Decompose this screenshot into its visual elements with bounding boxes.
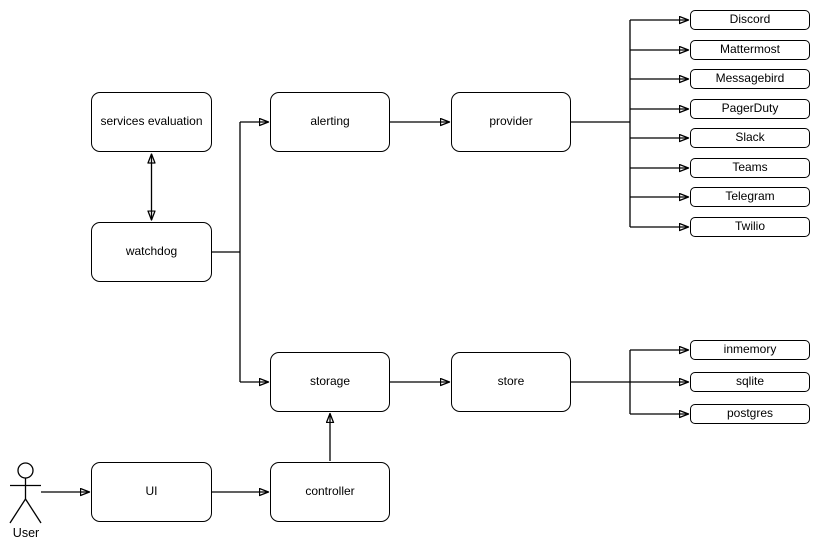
node-provider-discord: Discord (690, 10, 810, 30)
edge-store-fanout (571, 350, 689, 414)
node-provider-label: provider (489, 114, 533, 129)
node-provider-twilio: Twilio (690, 217, 810, 237)
node-controller: controller (270, 462, 390, 522)
node-provider-twilio-label: Twilio (734, 219, 765, 234)
node-store-inmemory-label: inmemory (723, 342, 777, 357)
node-provider-pagerduty: PagerDuty (690, 99, 810, 119)
node-store-postgres-label: postgres (726, 406, 774, 421)
node-provider-telegram: Telegram (690, 187, 810, 207)
node-store-sqlite-label: sqlite (735, 374, 764, 389)
node-provider-teams: Teams (690, 158, 810, 178)
node-store-label: store (497, 374, 525, 389)
node-provider: provider (451, 92, 571, 152)
node-provider-teams-label: Teams (732, 160, 768, 175)
node-provider-mattermost-label: Mattermost (719, 42, 780, 57)
node-provider-slack-label: Slack (735, 130, 765, 145)
node-store: store (451, 352, 571, 412)
edge-watchdog-branch-trunk (212, 122, 241, 382)
node-alerting-label: alerting (310, 114, 350, 129)
node-provider-discord-label: Discord (729, 12, 771, 27)
node-services-evaluation-label: services evaluation (100, 114, 203, 129)
node-store-sqlite: sqlite (690, 372, 810, 392)
node-ui: UI (91, 462, 212, 522)
node-storage-label: storage (309, 374, 351, 389)
node-provider-mattermost: Mattermost (690, 40, 810, 60)
node-watchdog: watchdog (91, 222, 212, 282)
node-watchdog-label: watchdog (125, 244, 178, 259)
node-storage: storage (270, 352, 390, 412)
node-store-inmemory: inmemory (690, 340, 810, 360)
node-provider-messagebird: Messagebird (690, 69, 810, 89)
node-provider-slack: Slack (690, 128, 810, 148)
user-actor-icon (9, 462, 42, 524)
node-provider-telegram-label: Telegram (725, 189, 775, 204)
user-actor-label: User (12, 526, 40, 540)
node-ui-label: UI (145, 484, 158, 499)
node-alerting: alerting (270, 92, 390, 152)
node-services-evaluation: services evaluation (91, 92, 212, 152)
node-provider-messagebird-label: Messagebird (715, 71, 785, 86)
node-provider-pagerduty-label: PagerDuty (721, 101, 779, 116)
node-store-postgres: postgres (690, 404, 810, 424)
node-controller-label: controller (305, 484, 355, 499)
edge-provider-fanout (571, 20, 689, 227)
